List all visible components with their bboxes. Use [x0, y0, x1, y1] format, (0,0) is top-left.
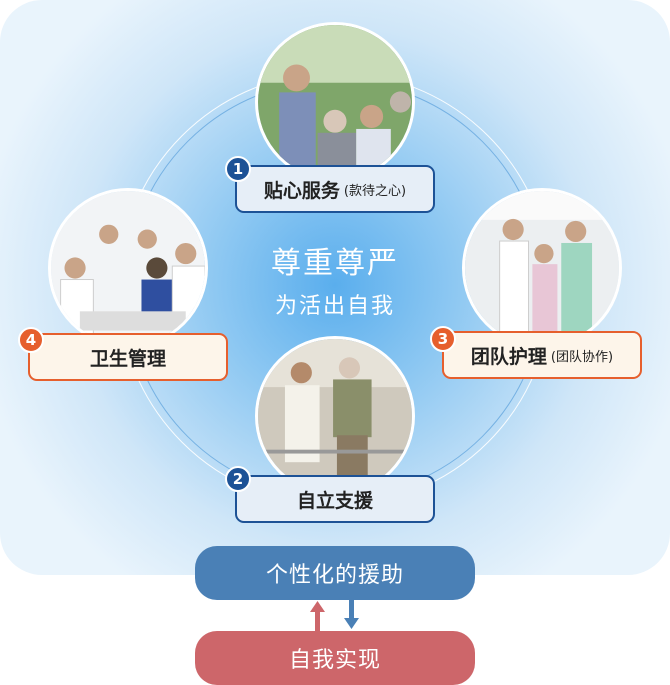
center-title: 尊重尊严: [271, 246, 399, 281]
item-hospitality: 贴心服务(款待之心): [235, 165, 435, 213]
exchange-arrows-icon: [310, 600, 359, 632]
item-sub: (款待之心): [343, 183, 407, 199]
self-realization-box: 自我实现: [195, 631, 475, 685]
item-label: 自立支援: [296, 489, 373, 512]
number-badge-1: 1: [225, 156, 251, 182]
item-label: 团队护理: [470, 345, 547, 368]
photo-rehabilitation: [255, 336, 415, 496]
item-hygiene-management: 卫生管理: [28, 333, 228, 381]
number-badge-3: 3: [430, 326, 456, 352]
photo-medical-staff: [48, 188, 208, 348]
item-sub: (团队协作): [550, 349, 614, 365]
center-subtitle: 为活出自我: [274, 294, 395, 319]
number-badge-4: 4: [18, 327, 44, 353]
item-team-care: 团队护理(团队协作): [442, 331, 642, 379]
item-label: 卫生管理: [89, 347, 166, 370]
item-label: 贴心服务: [263, 179, 340, 202]
personalized-support-box: 个性化的援助: [195, 546, 475, 600]
item-independence-support: 自立支援: [235, 475, 435, 523]
photo-caregivers-with-elderly: [255, 22, 415, 182]
number-badge-2: 2: [225, 466, 251, 492]
photo-care-team: [462, 188, 622, 348]
